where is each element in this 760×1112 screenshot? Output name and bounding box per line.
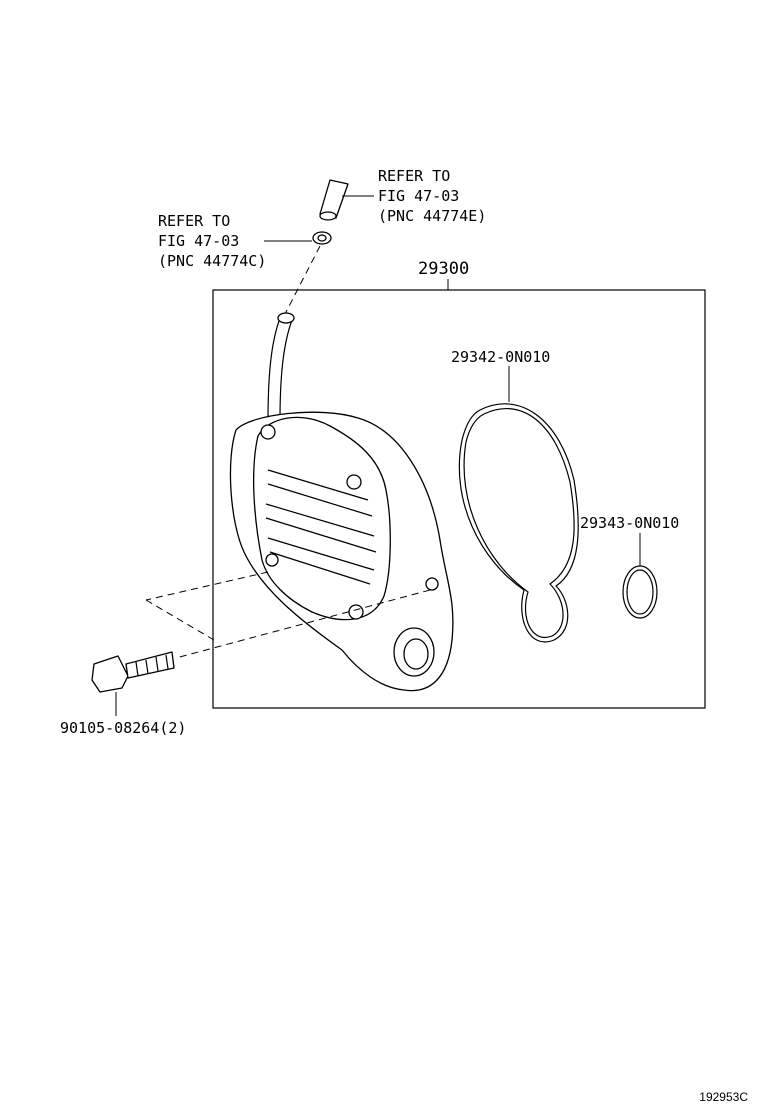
vacuum-pump-assembly [229,312,454,692]
assembly-label: 29300 [418,259,469,279]
clip-ref-line3: (PNC 44774C) [158,252,266,270]
clip-ref-line2: FIG 47-03 [158,232,239,250]
hose-ref-line2: FIG 47-03 [378,187,459,205]
large-o-ring-label: 29342-0N010 [451,348,550,366]
bolt-label: 90105-08264(2) [60,719,186,737]
hose-ref-callout: REFER TO FIG 47-03 (PNC 44774E) [378,167,486,225]
illustration-code: 192953C [699,1090,748,1104]
hose-ref-line1: REFER TO [378,167,450,185]
hose-ref-line3: (PNC 44774E) [378,207,486,225]
clip-part [264,231,332,317]
bolt-alignment-lines [145,571,431,659]
clip-ref-line1: REFER TO [158,212,230,230]
hose-part [319,179,374,221]
large-o-ring-part [458,403,579,643]
clip-ref-callout: REFER TO FIG 47-03 (PNC 44774C) [158,212,266,270]
small-o-ring-label: 29343-0N010 [580,514,679,532]
bolt-part [91,651,175,716]
assembly-frame [212,289,706,709]
small-o-ring-part [622,565,658,619]
